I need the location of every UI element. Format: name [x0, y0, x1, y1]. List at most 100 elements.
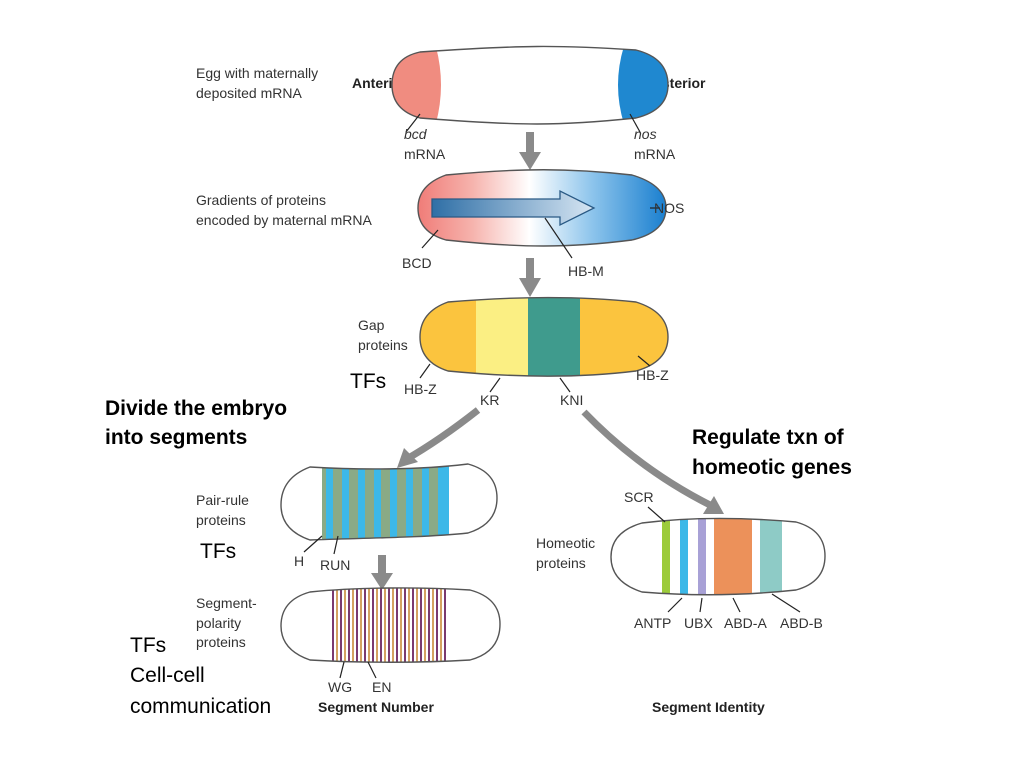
abd-b-pointer: [771, 593, 801, 613]
hbz-right-pointer: [637, 355, 651, 367]
homeotic-band-scr: [662, 518, 670, 595]
segment-polarity-stripe: [440, 587, 442, 663]
segment-polarity-stripe: [364, 587, 366, 663]
run-pointer: [333, 535, 339, 555]
pair-rule-tfs-note: TFs: [200, 540, 236, 563]
gap-caption-line2: proteins: [358, 337, 408, 353]
segment-polarity-stripe: [428, 587, 430, 663]
pair-rule-caption-line2: proteins: [196, 512, 246, 528]
stage-arrow-icon: [371, 555, 393, 590]
segment-polarity-stripe: [408, 587, 410, 663]
bcd-protein-label: BCD: [402, 255, 432, 271]
segment-polarity-stripe: [412, 587, 414, 663]
segment-polarity-stripe: [348, 587, 350, 663]
divide-note-line2: into segments: [105, 426, 247, 449]
segment-polarity-stripe: [360, 587, 362, 663]
kni-label: KNI: [560, 392, 583, 408]
homeotic-caption-line1: Homeotic: [536, 535, 595, 551]
bcd-gene-label: bcd: [404, 126, 428, 142]
homeotic-caption-line2: proteins: [536, 555, 586, 571]
regulate-note-line2: homeotic genes: [692, 456, 852, 479]
segment-polarity-stripe: [352, 587, 354, 663]
abd-a-label: ABD-A: [724, 615, 767, 631]
en-pointer: [367, 661, 377, 679]
segment-polarity-stripes: [332, 587, 446, 663]
pair-rule-caption-line1: Pair-rule: [196, 492, 249, 508]
segment-polarity-tfs-note: TFs: [130, 634, 166, 657]
segment-polarity-stripe: [380, 587, 382, 663]
branch-arrow-icon: [581, 409, 724, 514]
pair-rule-stage: Pair-rule proteins TFs H RUN: [196, 463, 498, 573]
gap-tfs-note: TFs: [350, 370, 386, 393]
gradient-caption-line1: Gradients of proteins: [196, 192, 326, 208]
nos-gene-label: nos: [634, 126, 657, 142]
scr-pointer: [647, 506, 666, 523]
egg-caption-line1: Egg with maternally: [196, 65, 318, 81]
pair-rule-stripes: [322, 464, 449, 540]
segment-polarity-stripe: [332, 587, 334, 663]
abd-a-pointer: [732, 597, 741, 613]
hbz-left-label: HB-Z: [404, 381, 437, 397]
segment-polarity-stripe: [388, 587, 390, 663]
antp-pointer: [667, 597, 683, 613]
scr-label: SCR: [624, 489, 654, 505]
segment-polarity-stripe: [416, 587, 418, 663]
h-label: H: [294, 553, 304, 569]
segment-polarity-stripe: [432, 587, 434, 663]
gap-band-kr: [476, 297, 528, 377]
bcd-pointer: [405, 113, 421, 133]
gradient-stage: Gradients of proteins encoded by materna…: [196, 169, 684, 279]
segment-polarity-stripe: [424, 587, 426, 663]
segment-polarity-stripe: [340, 587, 342, 663]
kr-label: KR: [480, 392, 499, 408]
egg-stage: Egg with maternally deposited mRNA Anter…: [196, 45, 706, 162]
en-label: EN: [372, 679, 391, 695]
homeotic-stage: Homeotic proteins SCR ANTP UBX ABD-A ABD…: [536, 489, 826, 715]
hbm-protein-label: HB-M: [568, 263, 604, 279]
segment-polarity-stripe: [344, 587, 346, 663]
divide-note-line1: Divide the embryo: [105, 397, 287, 420]
segment-identity-footer: Segment Identity: [652, 699, 765, 715]
bcd-pointer: [421, 229, 439, 249]
cell-cell-note-line2: communication: [130, 695, 271, 718]
hbz-left-pointer: [419, 363, 431, 379]
wg-label: WG: [328, 679, 352, 695]
segment-polarity-caption-line1: Segment-: [196, 595, 257, 611]
run-label: RUN: [320, 557, 350, 573]
stage-arrow-icon: [519, 258, 541, 297]
segment-polarity-stripe: [392, 587, 394, 663]
cell-cell-note-line1: Cell-cell: [130, 664, 205, 687]
h-pointer: [303, 535, 323, 553]
hbm-pointer: [544, 217, 573, 259]
segment-polarity-stripe: [376, 587, 378, 663]
ubx-pointer: [699, 597, 703, 613]
homeotic-band-antp: [680, 518, 688, 595]
regulate-note-line1: Regulate txn of: [692, 426, 845, 449]
hbz-right-label: HB-Z: [636, 367, 669, 383]
homeotic-band-abd-a: [714, 518, 752, 595]
bcd-mrna-label: mRNA: [404, 146, 446, 162]
segment-polarity-stripe: [372, 587, 374, 663]
antp-label: ANTP: [634, 615, 671, 631]
stage-arrow-icon: [519, 132, 541, 170]
segment-polarity-stripe: [384, 587, 386, 663]
kni-pointer: [559, 377, 571, 393]
wg-pointer: [339, 661, 345, 679]
kr-pointer: [489, 377, 501, 393]
gap-stage: Gap proteins TFs HB-Z KR KNI HB-Z: [350, 296, 669, 408]
gap-caption-line1: Gap: [358, 317, 385, 333]
segment-polarity-caption-line2: polarity: [196, 615, 241, 631]
segment-polarity-stripe: [404, 587, 406, 663]
homeotic-band-abd-b: [760, 518, 782, 595]
segment-polarity-egg: [281, 587, 500, 663]
egg-caption-line2: deposited mRNA: [196, 85, 302, 101]
abd-b-label: ABD-B: [780, 615, 823, 631]
segment-polarity-stripe: [356, 587, 358, 663]
segment-polarity-stage: Segment- polarity proteins TFs Cell-cell…: [130, 587, 501, 718]
gradient-arrow-icon: [431, 189, 596, 227]
nos-mrna-label: mRNA: [634, 146, 676, 162]
segment-polarity-caption-line3: proteins: [196, 634, 246, 650]
branch-arrow-icon: [397, 407, 481, 468]
segment-polarity-stripe: [368, 587, 370, 663]
